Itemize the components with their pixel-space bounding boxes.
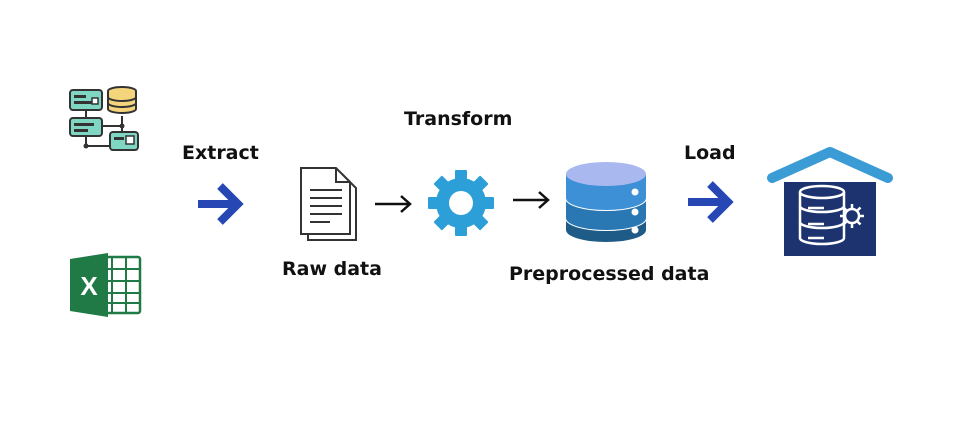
- document-icon: [300, 167, 357, 241]
- arrow-right-icon: [375, 195, 412, 213]
- preprocessed-data-label: Preprocessed data: [509, 263, 710, 285]
- data-warehouse-icon: [767, 147, 893, 256]
- extract-label: Extract: [182, 142, 259, 164]
- svg-text:X: X: [80, 271, 98, 301]
- database-schema-icon: [69, 86, 139, 151]
- gear-icon: [428, 170, 494, 236]
- database-stack-icon: [565, 162, 647, 242]
- extract-arrow-icon: [198, 183, 244, 225]
- load-arrow-icon: [688, 181, 734, 223]
- raw-data-label: Raw data: [282, 258, 382, 280]
- arrow-right-icon: [513, 191, 550, 209]
- excel-icon: X: [70, 253, 142, 317]
- load-label: Load: [684, 142, 736, 164]
- transform-label: Transform: [404, 108, 513, 130]
